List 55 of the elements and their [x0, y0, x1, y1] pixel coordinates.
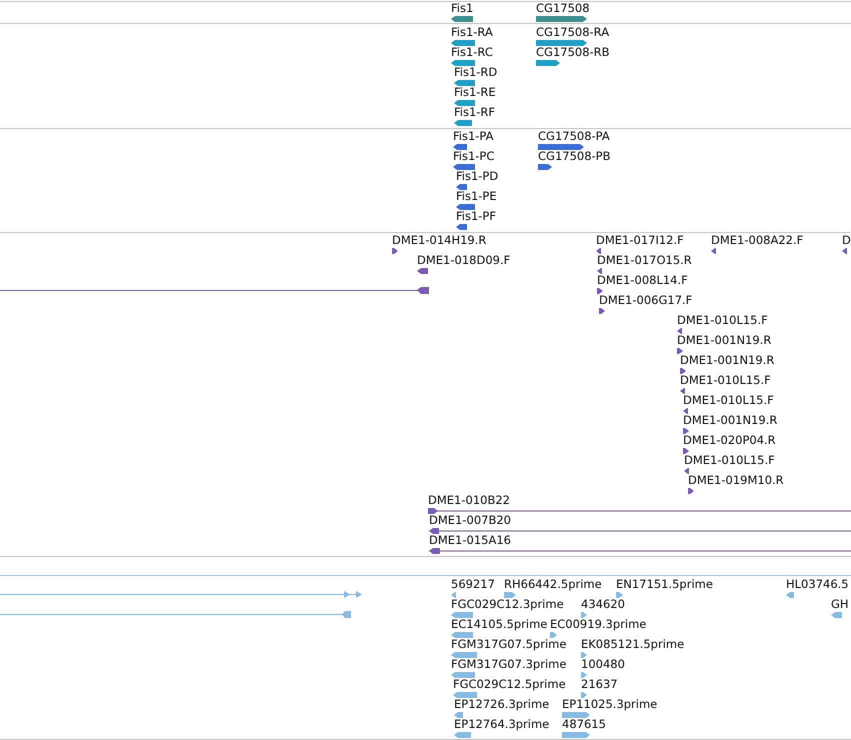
- feature-label: EP12726.3prime: [454, 697, 550, 711]
- feature-label: Fis1-PA: [453, 129, 494, 143]
- feature-label: FGC029C12.3prime: [451, 597, 564, 611]
- feature-label: DME1-008L14.F: [597, 273, 688, 287]
- feature-label: DME1-006G17.F: [599, 293, 692, 307]
- feature-label: Fis1: [451, 1, 474, 15]
- feature-label: FGM317G07.3prime: [451, 657, 566, 671]
- feature-label: CG17508: [536, 1, 590, 15]
- feature-label: 569217: [451, 577, 495, 591]
- feature-label: DME1-001N19.R: [680, 353, 774, 367]
- feature-label: DME1-020P04.R: [683, 433, 776, 447]
- feature-label: Fis1-PC: [453, 149, 494, 163]
- feature-label: Fis1-PF: [456, 209, 496, 223]
- feature-label: DME1-010L15.F: [677, 313, 768, 327]
- feature-label: EK085121.5prime: [581, 637, 684, 651]
- feature-label: Fis1-RA: [451, 25, 493, 39]
- feature-label: D: [842, 233, 851, 247]
- feature-label: DME1-010B22: [428, 493, 510, 507]
- feature-label: EC14105.5prime: [451, 617, 548, 631]
- feature-label: Fis1-RE: [454, 85, 496, 99]
- feature-label: DME1-010L15.F: [683, 393, 774, 407]
- feature-label: DME1-019M10.R: [688, 473, 784, 487]
- feature-label: Fis1-PD: [456, 169, 498, 183]
- feature-label: DME1-014H19.R: [392, 233, 486, 247]
- feature-label: GH: [831, 597, 849, 611]
- feature-label: EP11025.3prime: [562, 697, 658, 711]
- feature-label: CG17508-PB: [538, 149, 610, 163]
- feature-label: CG17508-PA: [538, 129, 610, 143]
- feature-label: DME1-001N19.R: [677, 333, 772, 347]
- feature-label: DME1-008A22.F: [711, 233, 804, 247]
- feature-label: EN17151.5prime: [616, 577, 713, 591]
- feature-label: EP12764.3prime: [454, 717, 550, 731]
- feature-label: DME1-007B20: [429, 513, 511, 527]
- feature-label: RH66442.5prime: [504, 577, 602, 591]
- feature-label: FGC029C12.5prime: [453, 677, 566, 691]
- feature-label: DME1-015A16: [429, 533, 511, 547]
- feature-label: EC00919.3prime: [550, 617, 646, 631]
- feature-label: CG17508-RA: [536, 25, 610, 39]
- feature-label: Fis1-PE: [456, 189, 497, 203]
- feature-label: Fis1-RF: [454, 105, 496, 119]
- feature-label: DME1-010L15.F: [684, 453, 775, 467]
- feature-label: DME1-001N19.R: [683, 413, 778, 427]
- feature-label: DME1-010L15.F: [680, 373, 771, 387]
- feature-label: 100480: [581, 657, 625, 671]
- feature-label: FGM317G07.5prime: [451, 637, 566, 651]
- feature-label: Fis1-RD: [454, 65, 498, 79]
- feature-label: DME1-018D09.F: [417, 253, 510, 267]
- feature-label: 487615: [562, 717, 606, 731]
- feature-label: DME1-017O15.R: [597, 253, 692, 267]
- feature-label: HL03746.5: [786, 577, 849, 591]
- feature-label: CG17508-RB: [536, 45, 610, 59]
- feature-label: DME1-017I12.F: [596, 233, 684, 247]
- feature-label: 21637: [581, 677, 618, 691]
- feature-label: 434620: [581, 597, 625, 611]
- feature-label: Fis1-RC: [451, 45, 493, 59]
